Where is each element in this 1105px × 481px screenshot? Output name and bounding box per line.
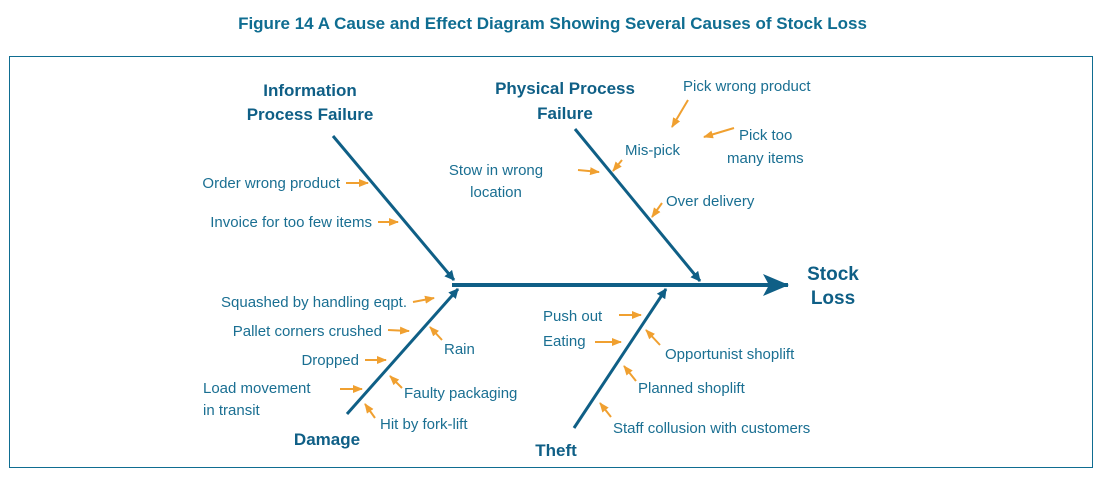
- cause-arrow: [577, 167, 600, 176]
- cause-arrow: [599, 402, 612, 418]
- cause-label: Rain: [444, 341, 475, 358]
- cause-arrow: [364, 403, 376, 419]
- cause-arrow: [645, 329, 661, 346]
- cause-label: Over delivery: [666, 193, 755, 210]
- cause-label: Dropped: [301, 352, 359, 369]
- cause-label: Squashed by handling eqpt.: [221, 294, 407, 311]
- cause-label: in transit: [203, 402, 261, 419]
- cause-label: Planned shoplift: [638, 380, 746, 397]
- cause-label: Faulty packaging: [404, 385, 517, 402]
- cause-label: Hit by fork-lift: [380, 416, 468, 433]
- info-category-line2: Process Failure: [247, 105, 374, 124]
- effect-label-line1: Stock: [807, 264, 859, 285]
- cause-label: Pick too: [739, 127, 792, 144]
- cause-label: Mis-pick: [625, 142, 680, 159]
- effect-label-line2: Loss: [811, 288, 855, 309]
- theft-bone: [572, 288, 668, 429]
- cause-arrow: [623, 365, 637, 382]
- cause-label: many items: [727, 150, 804, 167]
- cause-label: Pallet corners crushed: [233, 323, 382, 340]
- cause-label: Staff collusion with customers: [613, 420, 810, 437]
- physical-category-line2: Failure: [537, 104, 593, 123]
- cause-arrow: [671, 99, 689, 128]
- cause-arrow: [703, 127, 735, 139]
- cause-label: location: [470, 184, 522, 201]
- cause-arrow: [651, 202, 663, 218]
- cause-label: Push out: [543, 308, 603, 325]
- cause-label: Order wrong product: [202, 175, 340, 192]
- cause-arrow: [612, 159, 623, 172]
- cause-label: Load movement: [203, 380, 311, 397]
- physical-bone: [573, 128, 702, 282]
- cause-label: Eating: [543, 333, 586, 350]
- figure-title: Figure 14 A Cause and Effect Diagram Sho…: [238, 14, 867, 33]
- cause-label: Pick wrong product: [683, 78, 811, 95]
- cause-arrow: [389, 375, 403, 389]
- diagram-frame: [9, 56, 1093, 468]
- cause-label: Stow in wrong: [449, 162, 543, 179]
- damage-bone: [345, 288, 460, 415]
- damage-category: Damage: [294, 430, 360, 449]
- cause-arrow: [387, 326, 410, 335]
- info-category-line1: Information: [263, 81, 357, 100]
- cause-arrow: [429, 326, 443, 341]
- info-bone: [331, 135, 456, 281]
- cause-label: Invoice for too few items: [210, 214, 372, 231]
- cause-label: Opportunist shoplift: [665, 346, 795, 363]
- theft-category: Theft: [535, 441, 577, 460]
- physical-category-line1: Physical Process: [495, 79, 635, 98]
- cause-arrow: [412, 295, 435, 304]
